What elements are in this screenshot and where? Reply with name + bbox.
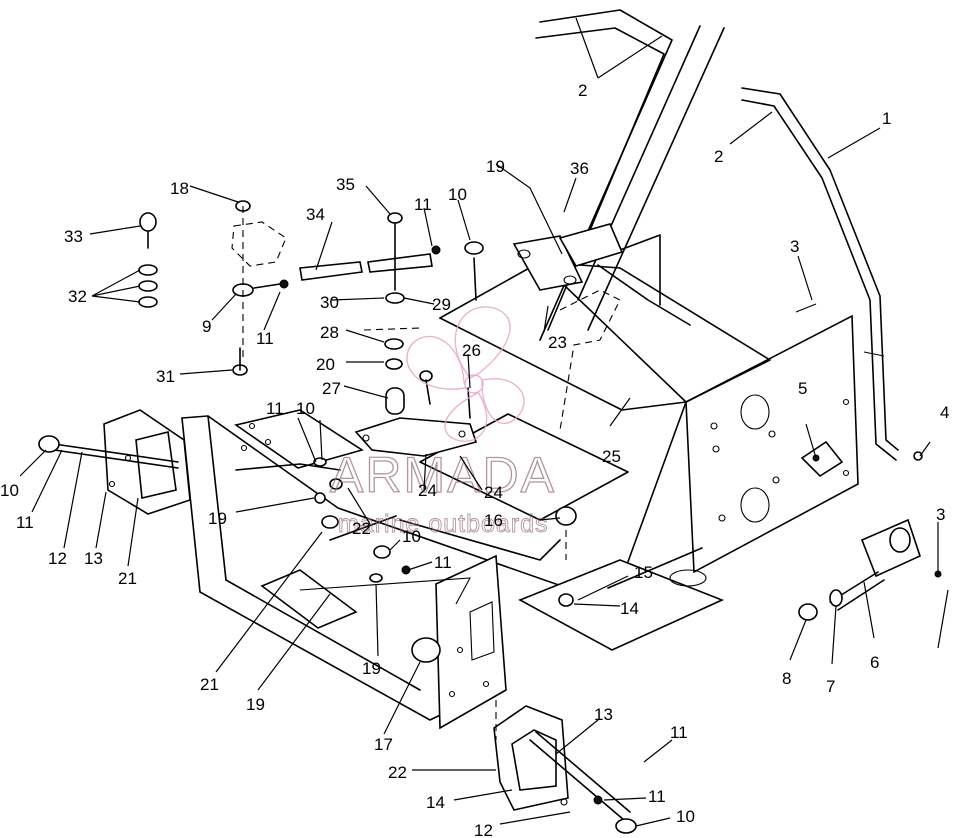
callout-label: 11 — [266, 399, 284, 418]
callout-label: 9 — [202, 317, 211, 336]
callout-label: 16 — [484, 511, 503, 530]
callout-label: 2 — [714, 147, 723, 166]
callout-label: 10 — [296, 399, 315, 418]
callout-label: 7 — [826, 677, 835, 696]
callout-label: 32 — [68, 287, 87, 306]
callout-label: 11 — [16, 513, 34, 532]
callout-numbers: 1 2 2 3 3 4 5 6 7 8 9 10 10 10 10 10 11 … — [0, 81, 949, 838]
callout-label: 11 — [648, 787, 666, 806]
callout-label: 22 — [352, 519, 371, 538]
callout-label: 12 — [474, 821, 493, 838]
callout-label: 21 — [200, 675, 219, 694]
callout-label: 35 — [336, 175, 355, 194]
callout-label: 19 — [246, 695, 265, 714]
callout-label: 5 — [798, 379, 807, 398]
arm-assembly-6-7-8 — [798, 518, 942, 621]
callout-label: 13 — [594, 705, 613, 724]
callout-label: 29 — [432, 295, 451, 314]
callout-label: 2 — [578, 81, 587, 100]
frame-chassis — [181, 234, 859, 730]
left-plate-assembly — [38, 409, 191, 515]
callout-label: 30 — [320, 293, 339, 312]
propeller-hub — [464, 374, 484, 394]
callout-label: 28 — [320, 323, 339, 342]
callout-label: 4 — [940, 403, 949, 422]
callout-label: 11 — [434, 553, 452, 572]
callout-label: 10 — [448, 185, 467, 204]
callout-label: 10 — [0, 481, 19, 500]
callout-label: 33 — [64, 227, 83, 246]
callout-label: 17 — [374, 735, 393, 754]
bracket-part-5 — [800, 440, 844, 478]
callout-label: 20 — [316, 355, 335, 374]
callout-label: 14 — [426, 793, 445, 812]
callout-label: 21 — [118, 569, 137, 588]
callout-label: 19 — [208, 509, 227, 528]
callout-label: 34 — [306, 205, 325, 224]
propeller-logo — [406, 306, 525, 442]
hardware-top-left — [138, 200, 289, 376]
propeller-blade — [481, 378, 525, 424]
callout-label: 23 — [548, 333, 567, 352]
callout-label: 3 — [936, 505, 945, 524]
rod-part-1 — [741, 87, 923, 461]
watermark-subtitle: marine outboards — [338, 510, 549, 538]
callout-label: 22 — [388, 763, 407, 782]
propeller-blade — [454, 306, 511, 379]
callout-label: 1 — [882, 109, 891, 128]
callout-label: 14 — [620, 599, 639, 618]
bottom-plate-assembly — [493, 700, 637, 834]
callout-label: 12 — [48, 549, 67, 568]
callout-label: 11 — [414, 195, 432, 214]
callout-label: 19 — [486, 157, 505, 176]
callout-label: 26 — [462, 341, 481, 360]
callout-label: 6 — [870, 653, 879, 672]
callout-label: 25 — [602, 447, 621, 466]
callout-label: 11 — [256, 329, 274, 348]
watermark: ARMADA marine outboards — [329, 306, 556, 538]
callout-label: 31 — [156, 367, 175, 386]
callout-label: 13 — [84, 549, 103, 568]
callout-label: 15 — [634, 563, 653, 582]
callout-label: 3 — [790, 237, 799, 256]
callout-label: 11 — [670, 723, 688, 742]
callout-label: 24 — [484, 483, 503, 502]
callout-label: 18 — [170, 179, 189, 198]
callout-label: 8 — [782, 669, 791, 688]
callout-label: 10 — [402, 527, 421, 546]
lower-hardware — [235, 457, 577, 663]
propeller-blade — [444, 390, 488, 442]
center-pin-assembly — [299, 212, 484, 457]
handle-lever — [512, 9, 725, 431]
propeller-blade — [406, 335, 467, 390]
callout-label: 36 — [570, 159, 589, 178]
watermark-title: ARMADA — [330, 447, 556, 503]
callout-label: 19 — [362, 659, 381, 678]
leader-lines — [19, 17, 949, 827]
callout-label: 24 — [418, 481, 437, 500]
callout-label: 10 — [676, 807, 695, 826]
callout-label: 27 — [322, 379, 341, 398]
